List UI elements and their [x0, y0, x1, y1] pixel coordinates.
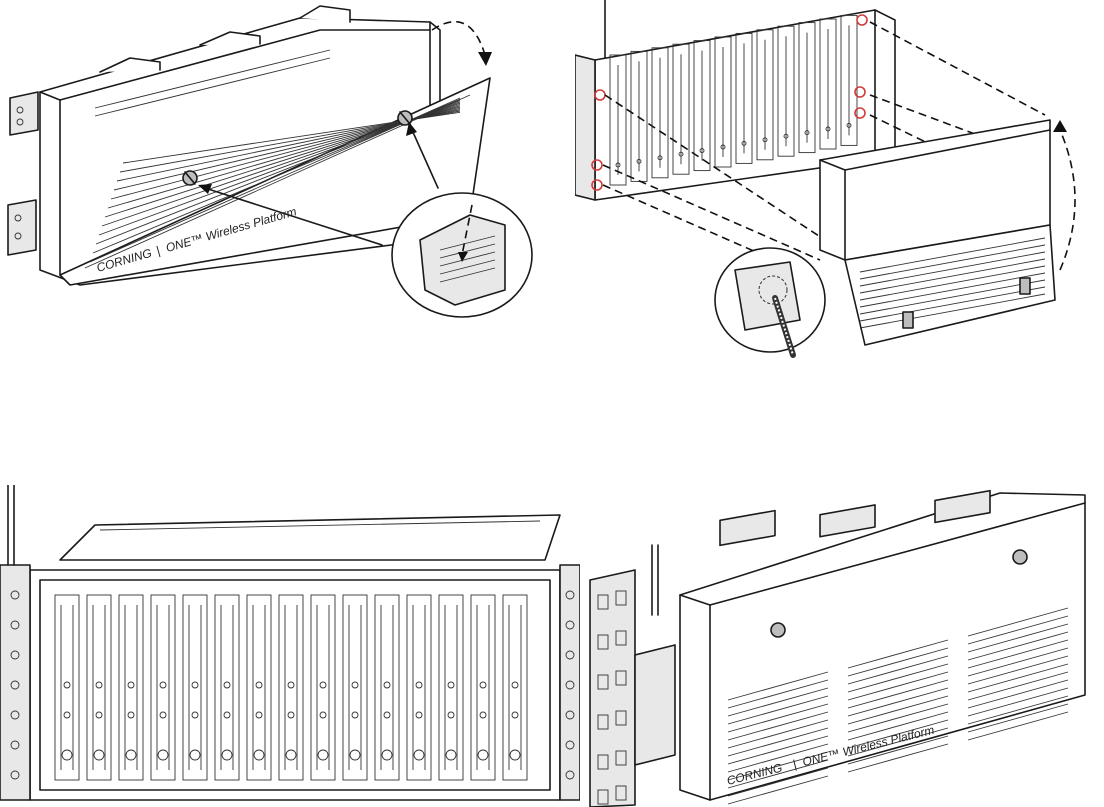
- rotate-arrow-up: [1053, 120, 1075, 270]
- rotate-arrow-down: [432, 22, 492, 66]
- panel-cover-installation: [575, 0, 1104, 370]
- latch-right: [1013, 550, 1027, 564]
- latch-left: [771, 623, 785, 637]
- latch-zoom-callout: [392, 193, 532, 317]
- panel-cover-latch-detail: CORNING | ONE™ Wireless Platform: [0, 0, 540, 360]
- screwdriver-zoom-callout: [715, 248, 825, 355]
- enclosure: [635, 491, 1085, 804]
- latch-left: [183, 171, 197, 185]
- panel-chassis-front-view: [0, 485, 580, 807]
- front-cover: [820, 120, 1055, 345]
- panel-closed-unit: CORNING | ONE™ Wireless Platform: [580, 485, 1104, 807]
- latch-right: [398, 111, 412, 125]
